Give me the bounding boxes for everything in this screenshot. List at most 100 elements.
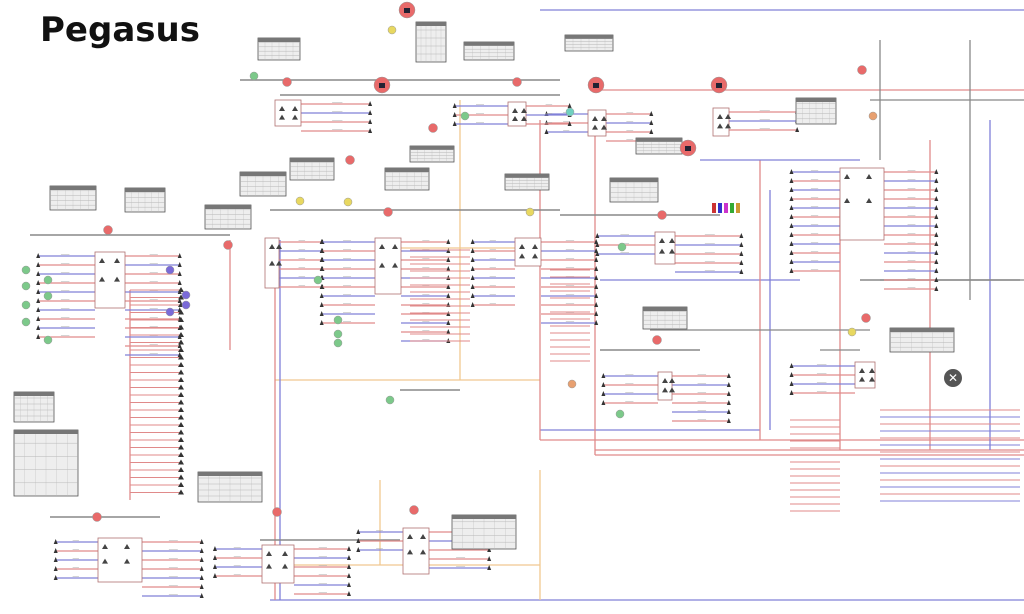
color-marker (730, 203, 734, 213)
endpoint-icon (199, 575, 204, 580)
node (383, 207, 393, 217)
endpoint-icon (446, 293, 451, 298)
device-icon (99, 276, 105, 282)
endpoint-icon (470, 257, 475, 262)
endpoint-icon (53, 557, 58, 562)
endpoint-icon (789, 390, 794, 395)
device-icon (379, 244, 385, 249)
endpoint-icon (789, 205, 794, 210)
node (460, 111, 470, 121)
endpoint-icon (595, 251, 600, 256)
endpoint-icon (319, 311, 324, 316)
node (223, 240, 233, 250)
endpoint-icon (36, 298, 41, 303)
endpoint-icon (789, 187, 794, 192)
endpoint-icon (446, 257, 451, 262)
endpoint-icon (934, 223, 939, 228)
device-icon (869, 368, 875, 373)
device-box (402, 527, 430, 575)
node (385, 395, 395, 405)
node (428, 123, 438, 133)
device-icon (124, 544, 130, 549)
endpoint-icon (934, 259, 939, 264)
endpoint-icon (567, 121, 572, 126)
endpoint-icon (178, 339, 184, 345)
node (861, 313, 871, 323)
node (333, 338, 343, 348)
endpoint-icon (789, 250, 794, 255)
node (387, 25, 397, 35)
device-icon (669, 248, 675, 254)
device-box (274, 99, 302, 127)
endpoint-icon (177, 262, 182, 267)
device-icon (725, 123, 731, 129)
device-icon (266, 563, 272, 569)
endpoint-icon (199, 539, 204, 544)
node (333, 329, 343, 339)
table-header (258, 38, 300, 42)
endpoint-icon (594, 284, 599, 289)
endpoint-icon (36, 289, 41, 294)
device-icon (725, 114, 731, 119)
endpoint-icon (789, 196, 794, 201)
endpoint-icon (178, 444, 184, 450)
node (249, 71, 259, 81)
device-icon (519, 244, 525, 249)
table-header (205, 205, 251, 209)
table-header (385, 168, 429, 172)
table-header (890, 328, 954, 332)
table-header (610, 178, 658, 182)
endpoint-icon (934, 178, 939, 183)
endpoint-icon (319, 284, 324, 289)
endpoint-icon (595, 233, 600, 238)
color-marker (718, 203, 722, 213)
table-header (410, 146, 454, 150)
endpoint-icon (177, 298, 182, 303)
endpoint-icon (212, 564, 217, 569)
device-icon (379, 262, 385, 268)
endpoint-icon (177, 343, 182, 348)
endpoint-icon (178, 377, 184, 382)
endpoint-icon (178, 414, 184, 420)
device-icon (659, 248, 665, 254)
table-header (643, 307, 687, 311)
endpoint-icon (452, 103, 457, 108)
endpoint-icon (594, 293, 599, 298)
endpoint-icon (446, 320, 451, 325)
endpoint-icon (178, 399, 184, 405)
node (333, 315, 343, 325)
endpoint-icon (36, 334, 41, 339)
device-icon (102, 544, 108, 549)
endpoint-icon (934, 286, 939, 291)
endpoint-icon (177, 280, 182, 285)
endpoint-icon (934, 196, 939, 201)
close-button[interactable]: ✕ (944, 369, 962, 387)
endpoint-icon (446, 284, 451, 289)
device-icon (869, 376, 875, 382)
device-icon (532, 253, 538, 259)
table-header (14, 392, 54, 396)
node (272, 507, 282, 517)
endpoint-icon (212, 546, 217, 551)
endpoint-icon (934, 241, 939, 246)
endpoint-icon (53, 575, 58, 580)
device-icon (844, 174, 850, 179)
endpoint-icon (470, 293, 475, 298)
device-icon (844, 198, 850, 203)
endpoint-icon (789, 241, 794, 246)
node (92, 512, 102, 522)
endpoint-icon (452, 121, 457, 126)
endpoint-icon (446, 329, 451, 334)
endpoint-icon (487, 547, 492, 552)
device-icon (512, 116, 518, 121)
device-icon (659, 238, 665, 243)
endpoint-icon (368, 101, 373, 106)
endpoint-icon (601, 382, 606, 387)
page-title: Pegasus (36, 10, 204, 50)
endpoint-icon (36, 280, 41, 285)
device-icon (114, 276, 120, 282)
endpoint-icon (178, 384, 184, 390)
endpoint-icon (487, 556, 492, 561)
node (857, 65, 867, 75)
